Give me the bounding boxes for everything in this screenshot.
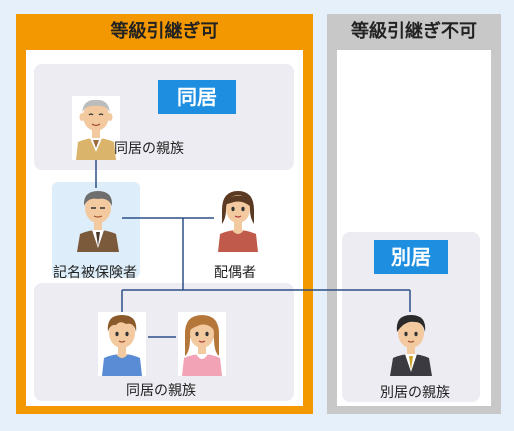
living-separately-badge: 別居: [374, 240, 448, 274]
spouse-label: 配偶者: [214, 265, 256, 281]
son-icon: [98, 312, 146, 376]
separate-relative-icon: [387, 312, 435, 376]
children-group-box: [34, 283, 294, 401]
spouse-icon: [214, 188, 262, 252]
insured-person-icon: [74, 188, 122, 252]
grandfather-label: 同居の親族: [114, 141, 184, 157]
living-together-badge: 同居: [158, 80, 236, 114]
insured-label: 記名被保険者: [53, 265, 137, 281]
children-label: 同居の親族: [126, 383, 196, 399]
panel-title-non-transferable: 等級引継ぎ不可: [351, 21, 477, 42]
panel-title-transferable: 等級引継ぎ可: [110, 21, 219, 42]
daughter-icon: [178, 312, 226, 376]
separate-relative-label: 別居の親族: [380, 385, 450, 401]
grandfather-icon: [72, 96, 120, 160]
